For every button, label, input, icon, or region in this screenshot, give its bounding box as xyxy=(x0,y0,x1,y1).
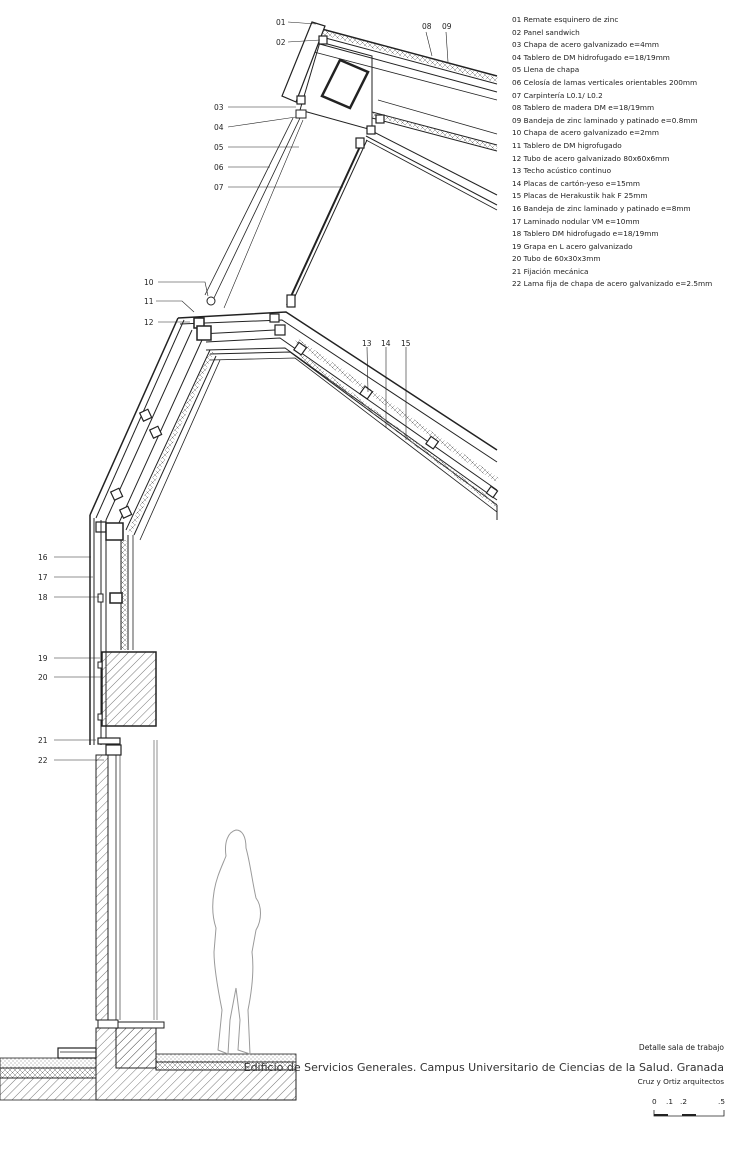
callout-10: 10 xyxy=(144,278,154,287)
upper-roof-layers xyxy=(313,27,498,211)
callout-19: 19 xyxy=(38,654,48,663)
callout-06: 06 xyxy=(214,163,224,172)
legend-item: 20 Tubo de 60x30x3mm xyxy=(512,254,601,264)
project-title: Edificio de Servicios Generales. Campus … xyxy=(243,1061,724,1074)
window-and-louvre xyxy=(204,117,368,309)
callout-11: 11 xyxy=(144,297,154,306)
legend-item: 14 Placas de cartón-yeso e=15mm xyxy=(512,178,640,188)
legend-item: 01 Remate esquinero de zinc xyxy=(512,15,619,24)
callout-03: 03 xyxy=(214,103,224,112)
callout-22: 22 xyxy=(38,756,48,765)
callout-lines xyxy=(54,21,449,761)
legend-item: 04 Tablero de DM hidrofugado e=18/19mm xyxy=(512,52,670,62)
legend-item: 16 Bandeja de zinc laminado y patinado e… xyxy=(512,203,691,213)
legend-item: 02 Panel sandwich xyxy=(512,27,580,37)
callout-04: 04 xyxy=(214,123,224,132)
callout-05: 05 xyxy=(214,143,224,152)
legend-item: 18 Tablero DM hidrofugado e=18/19mm xyxy=(512,229,659,239)
callout-20: 20 xyxy=(38,673,48,682)
material-legend: 01 Remate esquinero de zinc 02 Panel san… xyxy=(512,14,712,291)
callout-09: 09 xyxy=(442,22,452,31)
vertical-facade xyxy=(89,515,157,756)
legend-item: 13 Techo acústico continuo xyxy=(512,166,612,176)
callout-08: 08 xyxy=(422,22,432,31)
callout-15: 15 xyxy=(401,339,411,348)
human-figure xyxy=(212,829,261,1055)
legend-item: 22 Lama fija de chapa de acero galvaniza… xyxy=(512,279,713,289)
callout-labels: 01 02 08 09 03 04 05 06 07 10 11 12 13 1… xyxy=(38,18,452,765)
legend-item: 09 Bandeja de zinc laminado y patinado e… xyxy=(512,115,698,125)
callout-13: 13 xyxy=(362,339,372,348)
callout-17: 17 xyxy=(38,573,48,582)
legend-item: 06 Celosía de lamas verticales orientabl… xyxy=(512,77,698,87)
callout-12: 12 xyxy=(144,318,154,327)
legend-item: 10 Chapa de acero galvanizado e=2mm xyxy=(512,128,660,138)
legend-item: 12 Tubo de acero galvanizado 80x60x6mm xyxy=(512,153,670,163)
scale-tick-label: .1 xyxy=(666,1097,673,1106)
authors-credit: Cruz y Ortiz arquitectos xyxy=(637,1077,724,1086)
callout-16: 16 xyxy=(38,553,48,562)
legend-item: 21 Fijación mecánica xyxy=(512,266,589,276)
legend-item: 05 Llena de chapa xyxy=(512,65,580,75)
scale-tick-label: .5 xyxy=(718,1097,725,1106)
floor-slab xyxy=(0,1019,297,1101)
legend-item: 03 Chapa de acero galvanizado e=4mm xyxy=(512,40,660,50)
callout-07: 07 xyxy=(214,183,224,192)
inclined-wall xyxy=(89,317,221,541)
callout-18: 18 xyxy=(38,593,48,602)
callout-21: 21 xyxy=(38,736,48,745)
legend-item: 08 Tablero de madera DM e=18/19mm xyxy=(512,103,655,113)
legend-item: 11 Tablero de DM higrofugado xyxy=(512,140,622,150)
lower-wall xyxy=(95,740,158,1021)
detail-label: Detalle sala de trabajo xyxy=(638,1043,724,1052)
callout-01: 01 xyxy=(276,18,286,27)
legend-item: 17 Laminado nodular VM e=10mm xyxy=(512,216,640,226)
ceiling-ridge xyxy=(177,311,499,520)
legend-item: 15 Placas de Herakustik hak F 25mm xyxy=(512,191,648,201)
callout-14: 14 xyxy=(381,339,391,348)
legend-item: 07 Carpintería L0.1/ L0.2 xyxy=(512,90,603,100)
upper-corner-box xyxy=(281,21,385,135)
scale-bar: 0 .1 .2 .5 xyxy=(652,1097,726,1121)
legend-item: 19 Grapa en L acero galvanizado xyxy=(512,241,633,251)
scale-tick-label: 0 xyxy=(652,1097,657,1106)
callout-02: 02 xyxy=(276,38,286,47)
scale-tick-label: .2 xyxy=(680,1097,687,1106)
scale-bar-graphic xyxy=(653,1110,725,1117)
